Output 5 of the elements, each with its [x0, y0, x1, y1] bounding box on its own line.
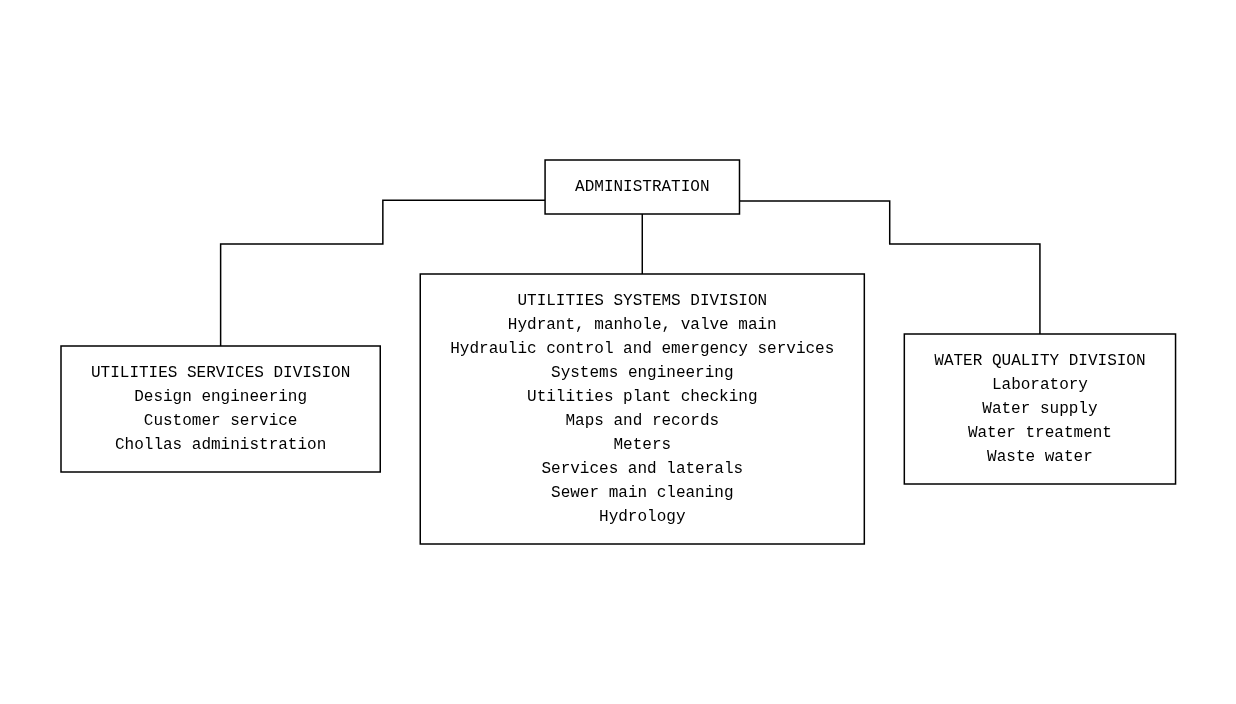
connector	[641, 213, 643, 275]
node-box: UTILITIES SYSTEMS DIVISION Hydrant, manhole, valve main Hydraulic control and emergency services Systems engineering Utilities plant checking Maps and records Meters Services and laterals Sewer main cleaning Hydrology	[419, 273, 865, 545]
node-box: UTILITIES SERVICES DIVISION Design engineering Customer service Chollas administration	[59, 345, 381, 473]
node-box: ADMINISTRATION	[544, 159, 740, 215]
node-box: WATER QUALITY DIVISION Laboratory Water supply Water treatment Waste water	[903, 333, 1176, 485]
